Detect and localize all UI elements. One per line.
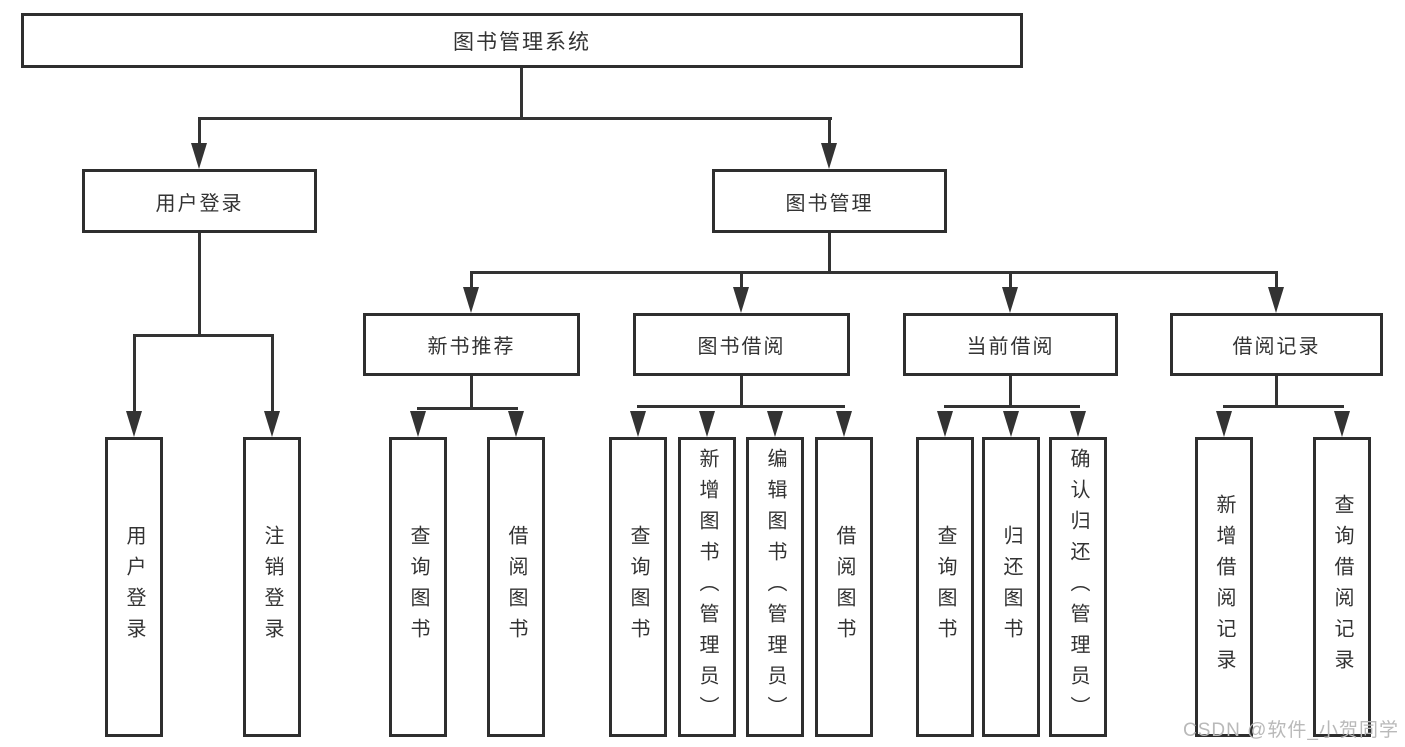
- node-user-login: 用户登录: [82, 169, 317, 233]
- connector-line: [271, 334, 274, 416]
- arrowhead-down-icon: [767, 411, 783, 437]
- arrowhead-down-icon: [264, 411, 280, 437]
- leaf-edit-books-admin: 编辑图书（管理员）: [746, 437, 804, 737]
- connector-line: [740, 271, 743, 291]
- arrowhead-down-icon: [191, 143, 207, 169]
- connector-line: [1275, 374, 1278, 408]
- arrowhead-down-icon: [1003, 411, 1019, 437]
- arrowhead-down-icon: [463, 287, 479, 313]
- node-library-system: 图书管理系统: [21, 13, 1023, 68]
- node-book-management: 图书管理: [712, 169, 947, 233]
- connector-line: [828, 231, 831, 274]
- node-new-book-recommend: 新书推荐: [363, 313, 580, 376]
- arrowhead-down-icon: [1070, 411, 1086, 437]
- arrowhead-down-icon: [1268, 287, 1284, 313]
- arrowhead-down-icon: [1334, 411, 1350, 437]
- leaf-query-books: 查询图书: [389, 437, 447, 737]
- connector-line: [828, 117, 831, 150]
- connector-line: [637, 405, 845, 408]
- connector-line: [417, 407, 518, 410]
- connector-line: [470, 271, 473, 291]
- leaf-user-login: 用户登录: [105, 437, 163, 737]
- connector-line: [198, 231, 201, 336]
- leaf-confirm-return-admin: 确认归还（管理员）: [1049, 437, 1107, 737]
- arrowhead-down-icon: [699, 411, 715, 437]
- connector-line: [470, 271, 1278, 274]
- leaf-logout: 注销登录: [243, 437, 301, 737]
- connector-line: [1223, 405, 1344, 408]
- arrowhead-down-icon: [821, 143, 837, 169]
- leaf-query-books: 查询图书: [609, 437, 667, 737]
- leaf-return-books: 归还图书: [982, 437, 1040, 737]
- arrowhead-down-icon: [836, 411, 852, 437]
- connector-line: [1275, 271, 1278, 291]
- connector-line: [133, 334, 274, 337]
- leaf-query-books: 查询图书: [916, 437, 974, 737]
- connector-line: [520, 68, 523, 118]
- leaf-add-borrow-record: 新增借阅记录: [1195, 437, 1253, 737]
- arrowhead-down-icon: [126, 411, 142, 437]
- arrowhead-down-icon: [410, 411, 426, 437]
- node-current-borrow: 当前借阅: [903, 313, 1118, 376]
- node-borrow-records: 借阅记录: [1170, 313, 1383, 376]
- leaf-borrow-books: 借阅图书: [815, 437, 873, 737]
- leaf-add-books-admin: 新增图书（管理员）: [678, 437, 736, 737]
- watermark-text: CSDN @软件_小贺同学: [1183, 720, 1399, 741]
- connector-line: [1009, 271, 1012, 291]
- arrowhead-down-icon: [508, 411, 524, 437]
- connector-line: [198, 117, 832, 120]
- arrowhead-down-icon: [1216, 411, 1232, 437]
- connector-line: [198, 117, 201, 150]
- node-book-borrow: 图书借阅: [633, 313, 850, 376]
- arrowhead-down-icon: [630, 411, 646, 437]
- connector-line: [1009, 374, 1012, 408]
- arrowhead-down-icon: [733, 287, 749, 313]
- connector-line: [133, 334, 136, 416]
- connector-line: [470, 374, 473, 410]
- leaf-borrow-books: 借阅图书: [487, 437, 545, 737]
- connector-line: [740, 374, 743, 408]
- leaf-query-borrow-record: 查询借阅记录: [1313, 437, 1371, 737]
- arrowhead-down-icon: [937, 411, 953, 437]
- connector-line: [944, 405, 1080, 408]
- arrowhead-down-icon: [1002, 287, 1018, 313]
